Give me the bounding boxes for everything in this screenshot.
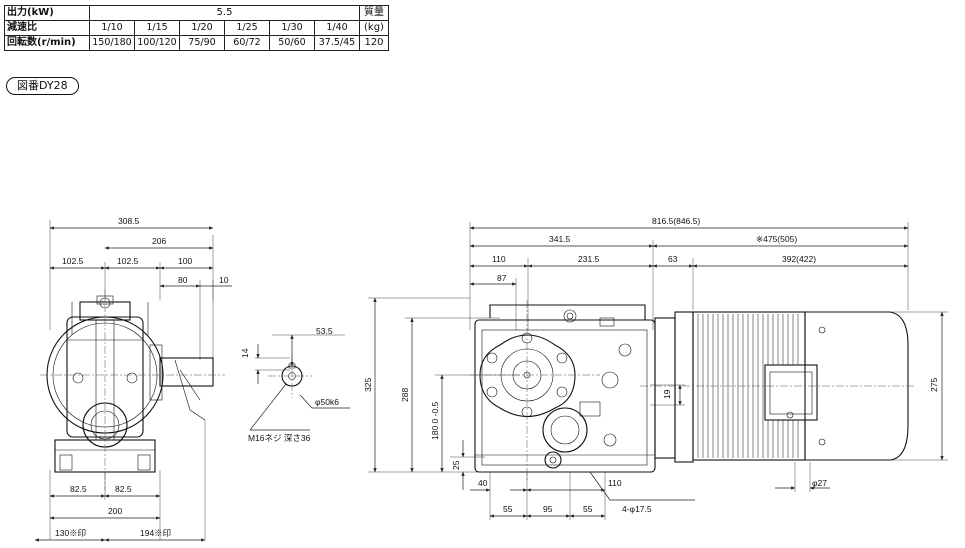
dim-102-5-right: 102.5 [117,256,139,266]
dim-87: 87 [497,273,507,283]
dim-95: 95 [543,504,553,514]
dim-overall-length: 816.5(846.5) [652,216,700,226]
dim-14: 14 [240,348,250,358]
dim-10: 10 [219,275,229,285]
dim-center-height: 180 0 -0.5 [430,401,440,440]
shaft-diameter-label: φ50k6 [315,397,339,407]
dim-base-200: 200 [108,506,122,516]
dim-conduit: φ27 [812,478,827,488]
dim-206: 206 [152,236,166,246]
dim-base-82-5-right: 82.5 [115,484,132,494]
dim-55-right: 55 [583,504,593,514]
dim-55-left: 55 [503,504,513,514]
mass-unit: (kg) [359,20,389,36]
dim-motor-length: ※475(505) [756,234,797,244]
side-view: 308.5 206 102.5 102.5 100 80 10 [34,216,232,542]
dim-63: 63 [668,254,678,264]
dim-53-5: 53.5 [316,326,333,336]
speed-label: 回転数(r/min) [4,35,90,51]
speed-cell: 75/90 [179,35,225,51]
dim-motor-height-275: 275 [929,378,939,392]
shaft-detail: 53.5 14 φ50k6 M16ネジ 深さ36 [240,326,350,443]
dim-19: 19 [662,389,672,399]
dim-holes: 4-φ17.5 [622,504,652,514]
mass-value: 120 [359,35,389,51]
table-row: 減速比 1/10 1/15 1/20 1/25 1/30 1/40 (kg) [4,20,389,36]
dim-base-82-5-left: 82.5 [70,484,87,494]
dim-231-5: 231.5 [578,254,600,264]
dim-40: 40 [478,478,488,488]
dim-bottom-194: 194※印 [140,528,171,538]
spec-table: 出力(kW) 5.5 質量 減速比 1/10 1/15 1/20 1/25 1/… [4,5,389,51]
dim-102-5-left: 102.5 [62,256,84,266]
dim-341-5: 341.5 [549,234,571,244]
dim-110-bottom: 110 [608,478,622,488]
speed-cell: 150/180 [89,35,135,51]
dim-110: 110 [492,254,506,264]
dim-height-288: 288 [400,388,410,402]
drawing-number-badge: 図番DY28 [6,77,79,95]
dim-height-325: 325 [363,378,373,392]
dim-overall-width: 308.5 [118,216,140,226]
tap-label: M16ネジ 深さ36 [248,433,311,443]
dim-100: 100 [178,256,192,266]
dim-bottom-130: 130※印 [55,528,86,538]
table-row: 回転数(r/min) 150/180 100/120 75/90 60/72 5… [4,35,389,51]
dim-392: 392(422) [782,254,816,264]
dim-25: 25 [451,460,461,470]
front-view: 816.5(846.5) 341.5 ※475(505) 110 231.5 6… [363,216,948,520]
dim-80: 80 [178,275,188,285]
